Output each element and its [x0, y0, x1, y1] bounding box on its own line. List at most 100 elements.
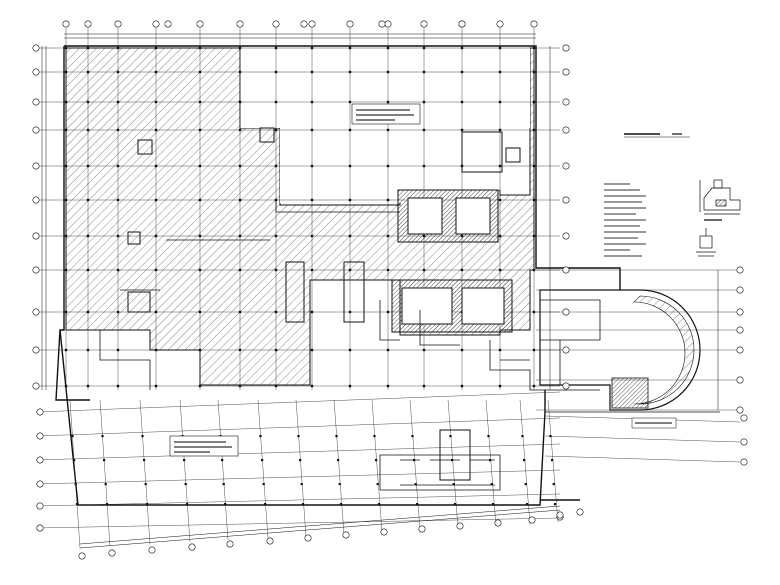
column	[64, 234, 68, 238]
annotation-box-upper	[351, 103, 421, 125]
column	[198, 198, 202, 202]
grid-axis-bubble	[740, 458, 748, 466]
grid-axis-bubble	[304, 534, 312, 542]
grid-axis-bubble	[164, 20, 172, 28]
grid-axis-bubble	[528, 516, 536, 524]
column	[154, 384, 158, 388]
column	[460, 348, 464, 352]
grid-axis-bubble	[384, 20, 392, 28]
grid-line-skewed	[35, 469, 561, 485]
column	[414, 483, 417, 486]
grid-line-skewed	[409, 399, 421, 531]
column	[116, 164, 120, 168]
grid-axis-markers-right	[562, 44, 748, 466]
column	[452, 483, 455, 486]
grid-axis-bubble	[418, 525, 426, 533]
column	[86, 198, 90, 202]
grid-axis-bubble	[346, 20, 354, 28]
column	[532, 234, 536, 238]
column	[532, 46, 536, 50]
column	[154, 46, 158, 50]
column	[338, 483, 341, 486]
column	[301, 503, 305, 506]
column	[460, 46, 464, 50]
grid-lines-horizontal	[34, 47, 740, 411]
grid-line-skewed	[295, 399, 307, 537]
column	[259, 435, 262, 438]
column	[64, 128, 68, 132]
grid-axis-bubble	[32, 126, 40, 134]
grid-axis-bubble	[226, 540, 234, 548]
column	[238, 348, 242, 352]
grid-axis-bubble	[308, 20, 316, 28]
column	[86, 234, 90, 238]
grid-axis-bubble	[32, 266, 40, 274]
grid-axis-bubble	[148, 546, 156, 554]
grid-axis-bubble	[736, 376, 744, 384]
column	[64, 268, 68, 272]
column	[274, 46, 278, 50]
grid-axis-bubble	[32, 196, 40, 204]
column	[386, 128, 390, 132]
column	[310, 268, 314, 272]
column	[422, 70, 426, 74]
column	[238, 234, 242, 238]
column	[453, 503, 457, 506]
grid-line-skewed	[35, 391, 561, 413]
grid-line-skewed	[69, 399, 81, 549]
column	[86, 70, 90, 74]
column	[263, 503, 267, 506]
column	[116, 70, 120, 74]
column	[348, 234, 352, 238]
grid-line-skewed	[99, 399, 111, 547]
column	[386, 100, 390, 104]
column	[551, 459, 554, 462]
column	[222, 483, 225, 486]
column	[274, 100, 278, 104]
column	[498, 70, 502, 74]
column	[490, 483, 493, 486]
column	[310, 164, 314, 168]
column	[154, 234, 158, 238]
column	[498, 234, 502, 238]
column	[238, 268, 242, 272]
column	[223, 503, 227, 506]
column	[116, 384, 120, 388]
grid-axis-bubble	[562, 44, 570, 52]
grid-axis-bubble	[420, 20, 428, 28]
grid-axis-bubble	[562, 232, 570, 240]
column	[198, 70, 202, 74]
grid-axis-bubble	[342, 531, 350, 539]
grid-axis-bubble	[36, 524, 44, 532]
column	[64, 46, 68, 50]
column	[198, 164, 202, 168]
column	[337, 459, 340, 462]
grid-axis-bubble	[740, 414, 748, 422]
grid-axis-bubble	[736, 308, 744, 316]
column	[116, 234, 120, 238]
column	[274, 310, 278, 314]
column	[549, 435, 552, 438]
column	[116, 310, 120, 314]
grid-lines-vertical	[65, 28, 535, 390]
grid-axis-bubble	[736, 286, 744, 294]
grid-line-skewed	[179, 399, 191, 543]
dimension-lines	[41, 33, 719, 549]
column	[154, 268, 158, 272]
column	[498, 164, 502, 168]
column	[348, 198, 352, 202]
grid-axis-bubble	[562, 266, 570, 274]
column	[386, 384, 390, 388]
column	[460, 128, 464, 132]
column	[105, 503, 109, 506]
column	[460, 268, 464, 272]
column	[422, 348, 426, 352]
column	[184, 483, 187, 486]
grid-axis-bubble	[236, 20, 244, 28]
column	[348, 46, 352, 50]
column	[498, 198, 502, 202]
column	[498, 100, 502, 104]
column	[386, 198, 390, 202]
column	[310, 128, 314, 132]
column	[262, 483, 265, 486]
